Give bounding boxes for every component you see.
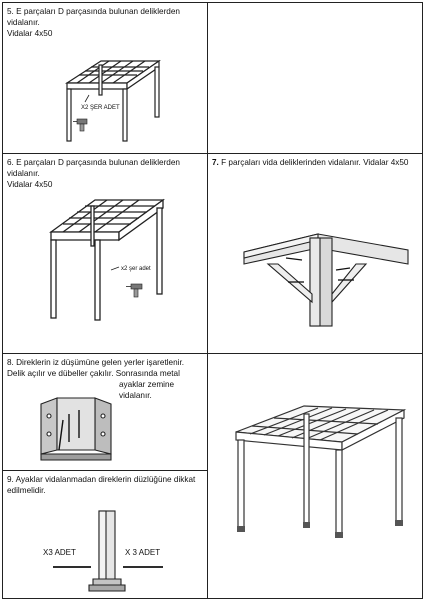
- pergola-frame-icon: X2 ŞER ADET: [64, 59, 161, 142]
- step-6-text: 6. E parçaları D parçasında bulunan deli…: [7, 158, 180, 189]
- step-7-text: 7. F parçaları vida deliklerinden vidala…: [212, 157, 418, 168]
- blank-cell: [207, 2, 423, 154]
- step-8-text-2: ayaklar zemine vidalanır.: [119, 380, 175, 400]
- beam-joint-diagram: [243, 233, 409, 327]
- screw-icon: [285, 257, 354, 283]
- step-6-label: x2 şer adet: [121, 266, 151, 272]
- step-8-cell: 8. Direklerin iz düşümüne gelen yerler i…: [2, 353, 208, 471]
- metal-bracket-icon: [40, 397, 112, 461]
- step-5-text: 5. E parçaları D parçasında bulunan deli…: [7, 7, 180, 38]
- post-icon: X3 ADET X 3 ADET: [43, 510, 163, 592]
- step-5-cell: 5. E parçaları D parçasında bulunan deli…: [2, 2, 208, 154]
- final-pergola-cell: [207, 353, 423, 599]
- drill-icon: [73, 118, 88, 132]
- step-7-number: 7.: [212, 158, 219, 167]
- pergola-frame-icon: x2 şer adet: [49, 198, 165, 321]
- step-9-cell: 9. Ayaklar vidalanmadan direklerin düzlü…: [2, 470, 208, 599]
- step-9-label-left: X3 ADET: [43, 548, 76, 557]
- screw-icon: [58, 410, 80, 451]
- pergola-frame-icon: [235, 405, 407, 538]
- step-5-label: X2 ŞER ADET: [81, 105, 120, 111]
- drill-icon: [126, 283, 143, 298]
- step-8-text: 8. Direklerin iz düşümüne gelen yerler i…: [7, 358, 185, 378]
- screw-icon: [84, 94, 90, 103]
- step-7-cell: 7. F parçaları vida deliklerinden vidala…: [207, 153, 423, 354]
- step-6-cell: 6. E parçaları D parçasında bulunan deli…: [2, 153, 208, 354]
- screw-icon: [110, 266, 120, 271]
- step-9-label-right: X 3 ADET: [125, 548, 160, 557]
- step-7-body: F parçaları vida deliklerinden vidalanır…: [218, 158, 409, 167]
- step-9-text: 9. Ayaklar vidalanmadan direklerin düzlü…: [7, 475, 196, 495]
